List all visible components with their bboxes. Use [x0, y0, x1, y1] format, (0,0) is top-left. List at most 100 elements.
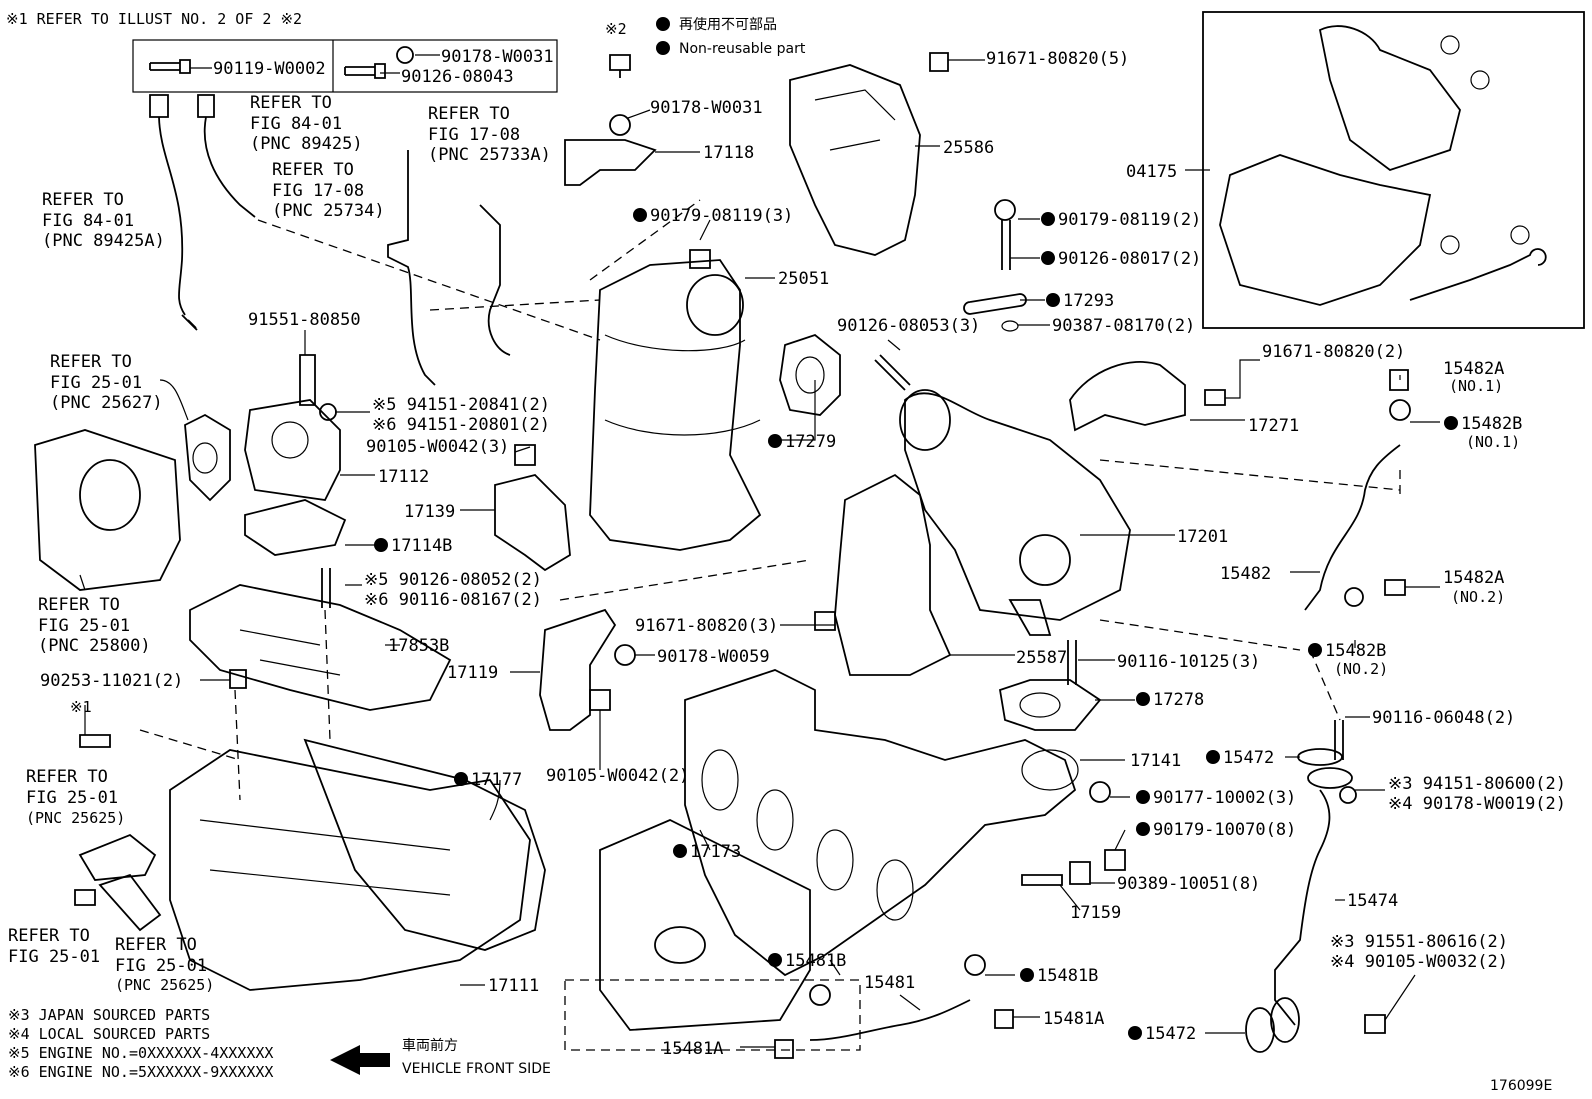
insulator-ribs: [814, 89, 896, 151]
ref-label: REFER TO: [250, 93, 332, 113]
stud-17159: [1021, 874, 1063, 886]
label-15482A-no1: 15482A: [1443, 359, 1504, 379]
clip-15481B: [809, 984, 831, 1006]
label-15481B-b: 15481B: [1037, 966, 1098, 986]
gasket-15472-bottom: [1245, 1007, 1275, 1053]
ref-label: FIG 17-08: [272, 181, 364, 201]
footnotes: ※3 JAPAN SOURCED PARTS ※4 LOCAL SOURCED …: [8, 1006, 1552, 1094]
inset-nut: [1440, 235, 1460, 255]
sub-label: (NO.1): [1449, 377, 1503, 395]
stud-icon: [1067, 640, 1077, 685]
bolt-icon: [774, 1039, 794, 1059]
stud-icon: [321, 568, 331, 608]
legend-jp: 再使用不可部品: [679, 16, 777, 33]
label-25587: 25587: [1016, 648, 1067, 668]
gasket-hole: [1019, 692, 1061, 718]
label-90387-08170-2: 90387-08170(2): [1052, 316, 1195, 336]
label-90179-08119-3: 90179-08119(3): [650, 206, 793, 226]
water-outlet: [654, 926, 706, 964]
non-reusable-dot-icon: [1206, 750, 1220, 764]
non-reusable-dot-icon: [1136, 822, 1150, 836]
non-reusable-dot-icon: [454, 772, 468, 786]
label-17112: 17112: [378, 467, 429, 487]
label-17201: 17201: [1177, 527, 1228, 547]
ref-label: FIG 25-01: [8, 947, 100, 967]
label-91671-80820-3: 91671-80820(3): [635, 616, 778, 636]
label-90119-W0002: 90119-W0002: [213, 59, 326, 79]
manifold-port: [701, 749, 739, 811]
ref-label: REFER TO: [42, 190, 124, 210]
bolt-icon: [514, 444, 536, 466]
bolt-icon: [79, 734, 111, 748]
bolt-icon: [149, 59, 191, 74]
label-90116-06048-2: 90116-06048(2): [1372, 708, 1515, 728]
bolt-icon: [74, 889, 96, 906]
nut-icon: [689, 249, 711, 269]
ref-label: FIG 25-01: [115, 956, 207, 976]
washer-icon: [1001, 320, 1019, 332]
inset-box-04175: [1202, 11, 1585, 329]
label-17173: 17173: [690, 842, 741, 862]
sub-label: (NO.1): [1466, 433, 1520, 451]
label-17279: 17279: [785, 432, 836, 452]
label-17293: 17293: [1063, 291, 1114, 311]
label-15481B-a: 15481B: [785, 951, 846, 971]
bolt-icon: [1384, 579, 1406, 596]
oil-pipe-15482: [1304, 444, 1401, 611]
label-5-94151-20841: ※5 94151-20841(2): [372, 395, 550, 415]
nut-icon: [994, 199, 1016, 221]
non-reusable-dot-icon: [1046, 293, 1060, 307]
non-reusable-dot-icon: [1041, 212, 1055, 226]
label-90253-11021-2: 90253-11021(2): [40, 671, 183, 691]
clip-15481B: [964, 954, 986, 976]
bolt-icon: [299, 354, 316, 406]
bracket-17139: [494, 474, 571, 572]
footnote-4: ※4 LOCAL SOURCED PARTS: [8, 1025, 210, 1043]
non-reusable-dot-icon: [768, 434, 782, 448]
bolt-icon: [1389, 369, 1409, 391]
non-reusable-dot-icon: [656, 17, 670, 31]
sub-label: (NO.2): [1451, 588, 1505, 606]
label-6-94151-20801: ※6 94151-20801(2): [372, 415, 550, 435]
label-17177: 17177: [471, 770, 522, 790]
non-reusable-dot-icon: [1020, 968, 1034, 982]
label-04175: 04175: [1126, 162, 1177, 182]
bolt-icon: [609, 54, 631, 78]
bracket-left-1: [78, 833, 157, 881]
water-pipe-15481: [809, 999, 971, 1041]
label-3-94151-80600: ※3 94151-80600(2): [1388, 774, 1566, 794]
ref-label: (PNC 25625): [26, 809, 125, 827]
bolt-icon: [1204, 389, 1226, 406]
label-15472-bottom: 15472: [1145, 1024, 1196, 1044]
turbo-pipe: [1008, 599, 1052, 636]
collar-icon: [1069, 861, 1091, 885]
stud-icon: [344, 63, 386, 79]
label-4-90105-W0032: ※4 90105-W0032(2): [1330, 952, 1508, 972]
gasket-icon: [1344, 587, 1364, 607]
sensor-tip: [181, 314, 198, 331]
heat-insulator-17853B: [189, 584, 452, 711]
manifold-outlet: [1021, 749, 1079, 791]
ref-label: FIG 25-01: [38, 616, 130, 636]
label-15482B-no1: 15482B: [1461, 414, 1522, 434]
manifold-port: [816, 829, 854, 891]
ref-label: FIG 25-01: [50, 373, 142, 393]
label-17139: 17139: [404, 502, 455, 522]
footnote-5: ※5 ENGINE NO.=0XXXXXX-4XXXXXX: [8, 1044, 273, 1062]
egr-port: [79, 459, 141, 531]
nut-icon: [614, 644, 636, 666]
label-17278: 17278: [1153, 690, 1204, 710]
legend-en: Non-reusable part: [679, 41, 806, 57]
ref-label: REFER TO: [272, 160, 354, 180]
sub-label: (NO.2): [1334, 660, 1388, 678]
label-15482A-no2: 15482A: [1443, 568, 1504, 588]
bolt-icon: [1364, 1014, 1386, 1034]
label-15481A-right: 15481A: [1043, 1009, 1104, 1029]
assembly-lines: [139, 199, 1401, 1051]
label-90179-08119-2: 90179-08119(2): [1058, 210, 1201, 230]
label-25051: 25051: [778, 269, 829, 289]
label-17119: 17119: [447, 663, 498, 683]
non-reusable-dot-icon: [1128, 1026, 1142, 1040]
label-17159: 17159: [1070, 903, 1121, 923]
adapter-port: [271, 421, 309, 459]
